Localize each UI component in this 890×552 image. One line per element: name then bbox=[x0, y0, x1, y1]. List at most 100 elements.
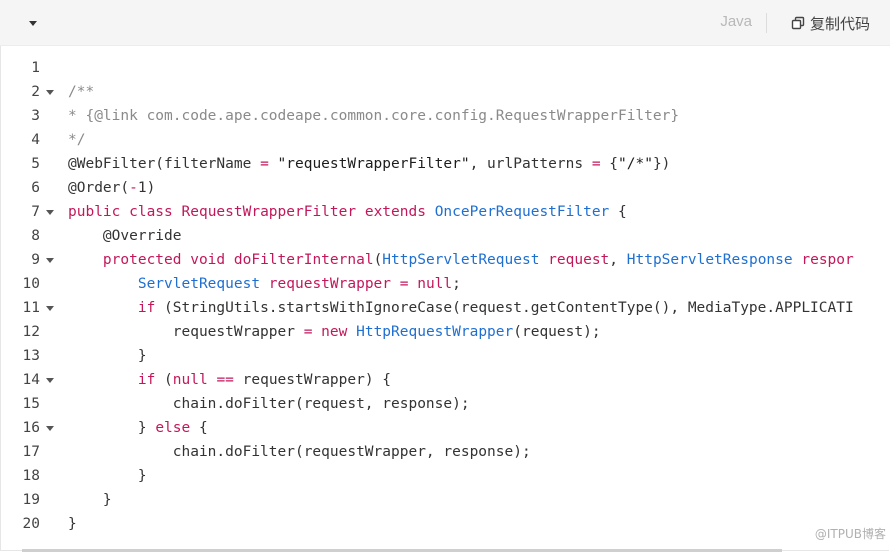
code-line: 17 chain.doFilter(requestWrapper, respon… bbox=[0, 440, 890, 464]
code-token: 1) bbox=[137, 180, 156, 196]
code-token: if bbox=[137, 300, 156, 316]
code-token: ( bbox=[155, 372, 173, 388]
code-text: } bbox=[68, 344, 147, 368]
line-number: 20 bbox=[22, 516, 40, 532]
line-number: 14 bbox=[22, 372, 40, 388]
code-token: }) bbox=[652, 156, 671, 172]
fold-toggle-icon[interactable] bbox=[45, 305, 55, 312]
code-token: ; bbox=[452, 276, 461, 292]
code-token: { bbox=[190, 420, 208, 436]
code-line: 19 } bbox=[0, 488, 890, 512]
code-line: 15 chain.doFilter(request, response); bbox=[0, 392, 890, 416]
line-number: 18 bbox=[22, 468, 40, 484]
watermark: @ITPUB博客 bbox=[814, 527, 886, 541]
code-token: HttpServletResponse bbox=[626, 252, 793, 268]
code-text: requestWrapper = new HttpRequestWrapper(… bbox=[68, 320, 601, 344]
code-text: } bbox=[68, 512, 77, 536]
code-token: "/*" bbox=[618, 156, 653, 172]
code-text: chain.doFilter(requestWrapper, response)… bbox=[68, 440, 531, 464]
code-token: - bbox=[129, 180, 138, 196]
code-token: @Order( bbox=[68, 180, 130, 196]
code-token bbox=[269, 156, 278, 172]
code-token: new bbox=[321, 324, 348, 340]
line-number: 4 bbox=[31, 132, 40, 148]
line-number: 9 bbox=[31, 252, 40, 268]
fold-toggle-icon[interactable] bbox=[45, 257, 55, 264]
code-text: chain.doFilter(request, response); bbox=[68, 392, 470, 416]
line-number: 13 bbox=[22, 348, 40, 364]
fold-toggle-icon[interactable] bbox=[45, 425, 55, 432]
code-token bbox=[68, 276, 138, 292]
code-token bbox=[312, 324, 321, 340]
code-token: { bbox=[609, 204, 627, 220]
line-number: 12 bbox=[22, 324, 40, 340]
code-token: protected void bbox=[102, 252, 234, 268]
code-token: null bbox=[172, 372, 208, 388]
code-text: } else { bbox=[68, 416, 208, 440]
code-line: 13 } bbox=[0, 344, 890, 368]
code-token: public class bbox=[68, 204, 182, 220]
line-number: 15 bbox=[22, 396, 40, 412]
code-token: } bbox=[68, 420, 156, 436]
code-line: 11 if (StringUtils.startsWithIgnoreCase(… bbox=[0, 296, 890, 320]
code-token: (StringUtils.startsWithIgnoreCase(reques… bbox=[155, 300, 854, 316]
code-text: } bbox=[68, 488, 112, 512]
code-line: 18 } bbox=[0, 464, 890, 488]
code-token: = bbox=[591, 156, 601, 172]
code-token: } bbox=[68, 492, 112, 508]
code-token: requestWrapper bbox=[268, 276, 392, 292]
code-token: } bbox=[68, 348, 147, 364]
horizontal-scrollbar[interactable] bbox=[22, 549, 782, 552]
code-token: } bbox=[68, 516, 77, 532]
toolbar-divider bbox=[766, 13, 767, 33]
fold-toggle-icon[interactable] bbox=[45, 209, 55, 216]
code-token bbox=[68, 252, 103, 268]
code-token: requestWrapper bbox=[68, 324, 304, 340]
code-token: == bbox=[216, 372, 234, 388]
code-text: protected void doFilterInternal(HttpServ… bbox=[68, 248, 854, 272]
code-token bbox=[426, 204, 435, 220]
code-token: * {@link com.code.ape.codeape.common.cor… bbox=[68, 108, 680, 124]
line-number: 11 bbox=[22, 300, 40, 316]
code-text: @Order(-1) bbox=[68, 176, 155, 200]
code-token: */ bbox=[68, 132, 86, 148]
code-line: 16 } else { bbox=[0, 416, 890, 440]
code-token bbox=[391, 276, 400, 292]
line-number: 16 bbox=[22, 420, 40, 436]
code-line: 12 requestWrapper = new HttpRequestWrapp… bbox=[0, 320, 890, 344]
code-token: @WebFilter(filterName bbox=[68, 156, 261, 172]
code-token: { bbox=[600, 156, 619, 172]
code-token: extends bbox=[364, 204, 426, 220]
code-token bbox=[68, 300, 138, 316]
code-token: chain.doFilter(request, response); bbox=[68, 396, 470, 412]
code-token: if bbox=[137, 372, 156, 388]
fold-toggle-icon[interactable] bbox=[45, 89, 55, 96]
code-token: ServletRequest bbox=[137, 276, 261, 292]
code-token: OncePerRequestFilter bbox=[434, 204, 610, 220]
line-number: 17 bbox=[22, 444, 40, 460]
code-token: @Override bbox=[68, 228, 182, 244]
copy-code-button[interactable]: 复制代码 bbox=[791, 12, 870, 34]
code-token: HttpServletRequest bbox=[382, 252, 540, 268]
code-line: 9 protected void doFilterInternal(HttpSe… bbox=[0, 248, 890, 272]
code-text: @WebFilter(filterName = "requestWrapperF… bbox=[68, 152, 670, 176]
caret-down-icon[interactable] bbox=[26, 16, 40, 30]
code-token: HttpRequestWrapper bbox=[356, 324, 514, 340]
code-text: @Override bbox=[68, 224, 182, 248]
code-token bbox=[356, 204, 365, 220]
code-line: 6@Order(-1) bbox=[0, 176, 890, 200]
language-label: Java bbox=[720, 13, 752, 30]
code-text: } bbox=[68, 464, 147, 488]
code-text: if (null == requestWrapper) { bbox=[68, 368, 391, 392]
code-token: requestWrapper) { bbox=[233, 372, 392, 388]
code-token: "requestWrapperFilter" bbox=[277, 156, 470, 172]
code-line: 3 * {@link com.code.ape.codeape.common.co… bbox=[0, 104, 890, 128]
code-text: ServletRequest requestWrapper = null; bbox=[68, 272, 461, 296]
line-number: 3 bbox=[31, 108, 40, 124]
code-line: 5@WebFilter(filterName = "requestWrapper… bbox=[0, 152, 890, 176]
fold-toggle-icon[interactable] bbox=[45, 377, 55, 384]
code-text: * {@link com.code.ape.codeape.common.cor… bbox=[68, 104, 679, 128]
code-text: */ bbox=[68, 128, 85, 152]
